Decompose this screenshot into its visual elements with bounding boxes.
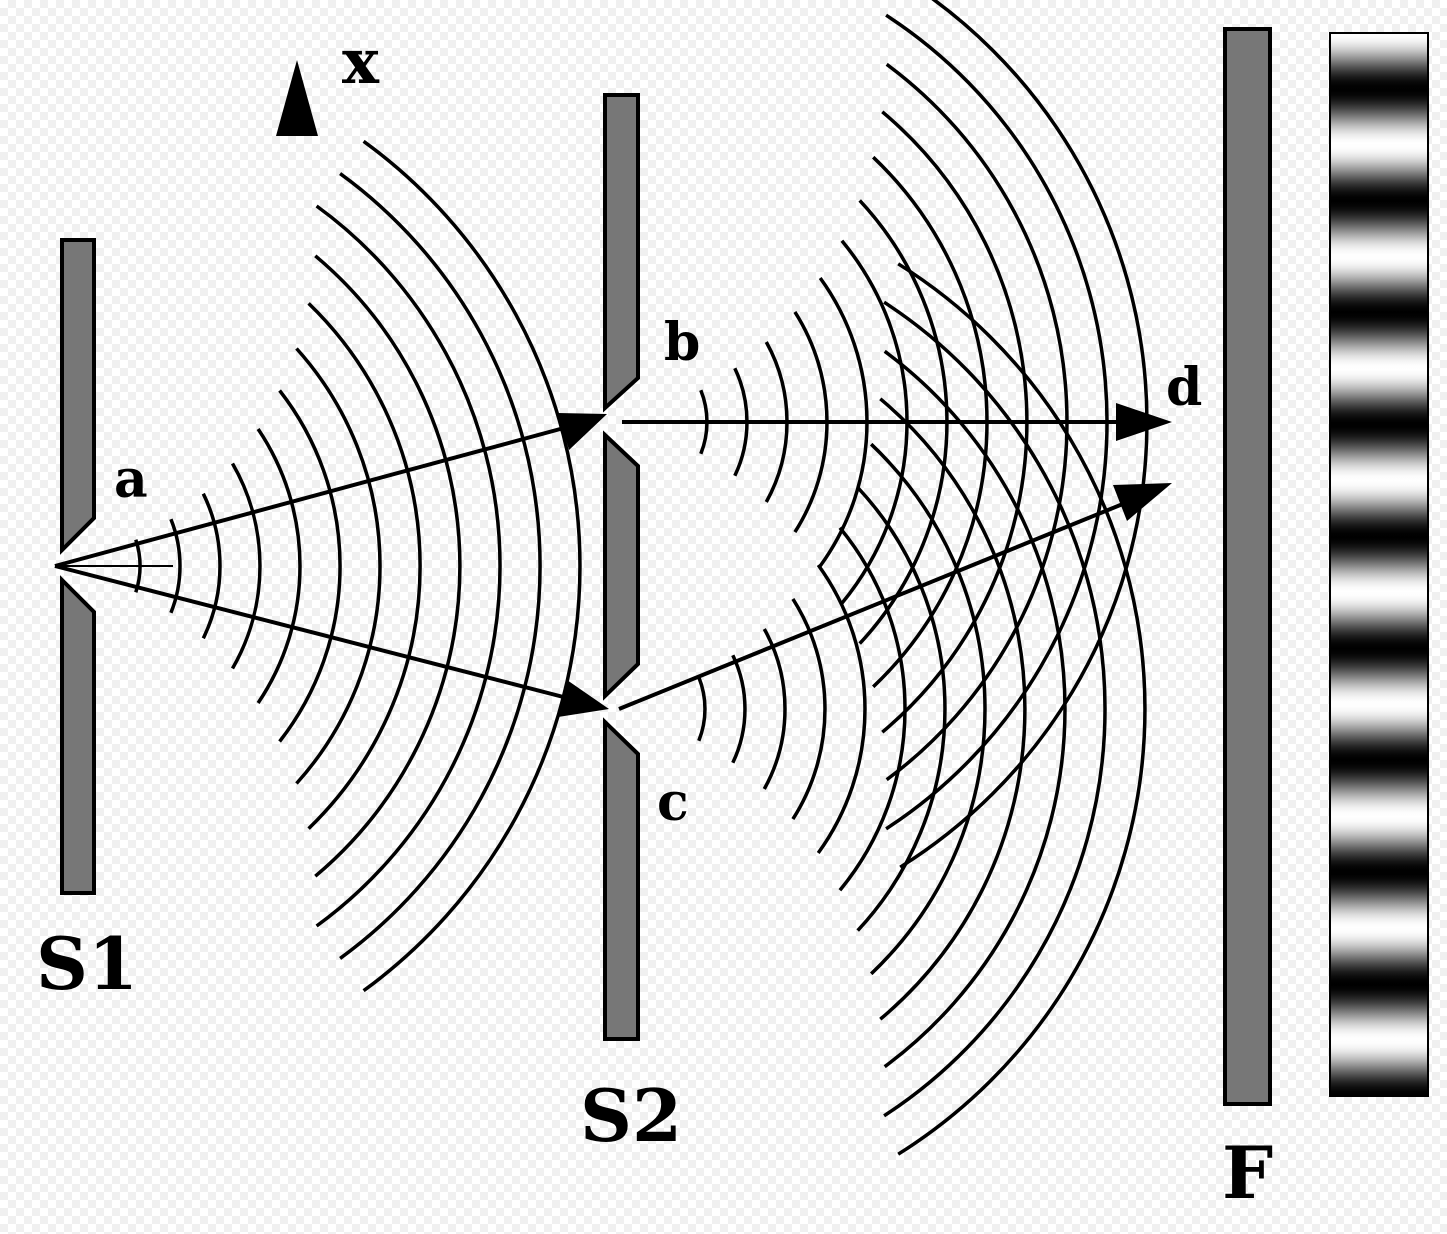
wavefront-s1 xyxy=(256,428,302,704)
barrier-s2-bottom xyxy=(603,717,640,1041)
label-s2: S2 xyxy=(580,1073,682,1158)
wavefront-slit-c xyxy=(816,563,867,855)
barrier-s2-top xyxy=(603,93,640,413)
wavefronts-from-slit-b xyxy=(699,0,1149,869)
ray-a-to-c-arrowhead-icon xyxy=(558,680,609,717)
ray-a-to-c xyxy=(54,564,576,702)
interference-pattern xyxy=(1329,32,1429,1097)
ray-c-to-d-arrowhead-icon xyxy=(1113,483,1172,521)
wavefront-slit-c xyxy=(791,597,827,821)
x-axis-arrow-icon xyxy=(276,60,318,136)
ray-a-to-b-arrowhead-icon xyxy=(558,413,607,450)
barrier-s1 xyxy=(60,238,96,895)
barrier-s1-lower xyxy=(60,575,96,895)
wavefront-slit-c xyxy=(731,654,747,764)
wavefront-slit-c xyxy=(762,628,787,790)
wavefront-slit-c xyxy=(897,262,1147,1156)
label-a: a xyxy=(114,449,148,510)
wavefront-s1 xyxy=(339,172,542,960)
screen-f xyxy=(1223,27,1272,1106)
ray-c-to-d xyxy=(618,495,1141,711)
wavefront-slit-c xyxy=(879,397,1027,1021)
wavefront-slit-c xyxy=(856,486,947,932)
wavefront-s1 xyxy=(201,492,222,640)
label-b: b xyxy=(664,312,700,373)
wavefronts-from-s1 xyxy=(134,139,582,993)
wavefront-slit-c xyxy=(838,526,907,892)
barrier-s2-middle xyxy=(603,430,640,701)
wavefront-s1 xyxy=(295,347,382,785)
ray-b-to-d-arrowhead-icon xyxy=(1116,403,1172,441)
barrier-s2 xyxy=(603,93,640,1041)
wavefront-slit-c xyxy=(869,442,987,976)
label-s1: S1 xyxy=(36,921,138,1006)
rays xyxy=(54,403,1172,717)
wavefront-s1 xyxy=(307,302,422,830)
wavefront-s1 xyxy=(278,389,342,743)
wavefront-slit-c xyxy=(883,300,1107,1118)
barrier-s1-upper xyxy=(60,238,96,555)
wavefront-s1 xyxy=(314,254,462,878)
ray-a-to-b xyxy=(54,423,576,568)
label-d: d xyxy=(1166,357,1202,418)
wavefront-s1 xyxy=(230,462,262,670)
wavefront-s1 xyxy=(315,204,502,928)
wavefront-slit-c xyxy=(697,676,707,742)
label-f: F xyxy=(1222,1130,1273,1215)
wavefront-s1 xyxy=(362,139,582,993)
wavefront-slit-c xyxy=(883,349,1067,1069)
label-c: c xyxy=(657,772,689,833)
x-axis-label: x xyxy=(342,25,380,98)
wavefronts-from-slit-c xyxy=(697,262,1147,1156)
wavefront-s1 xyxy=(169,518,182,614)
